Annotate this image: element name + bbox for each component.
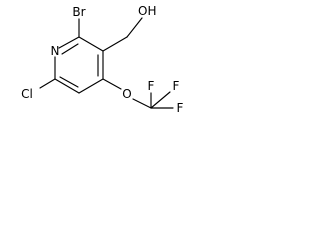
bromine-label: Br	[72, 5, 85, 19]
bond-ch2-oh	[126, 17, 143, 38]
ether-oxygen-label: O	[122, 87, 131, 101]
fluorine-upper-left-label: F	[148, 79, 155, 93]
hydroxyl-label: OH	[138, 4, 156, 18]
bond-cf3-f-upper-right	[150, 91, 171, 109]
chemical-structure-diagram: Br OH N Cl O F F F	[21, 4, 184, 115]
bond-c3-ch2	[102, 36, 128, 52]
bond-n1-c2-inner	[61, 43, 79, 55]
bond-c5-c6	[54, 78, 80, 94]
bond-c4-c5	[78, 78, 104, 94]
fluorine-right-label: F	[177, 101, 184, 115]
ring-nitrogen-label: N	[51, 44, 60, 58]
bond-n1-c2	[58, 36, 80, 49]
bond-c6-cl	[39, 78, 56, 89]
bond-c5-c6-inner	[59, 76, 79, 88]
fluorine-upper-right-label: F	[173, 79, 180, 93]
bond-c4-o	[102, 78, 122, 90]
bond-c2-c3	[78, 36, 104, 52]
chlorine-label: Cl	[21, 87, 33, 101]
bond-o-cf3	[132, 98, 152, 109]
